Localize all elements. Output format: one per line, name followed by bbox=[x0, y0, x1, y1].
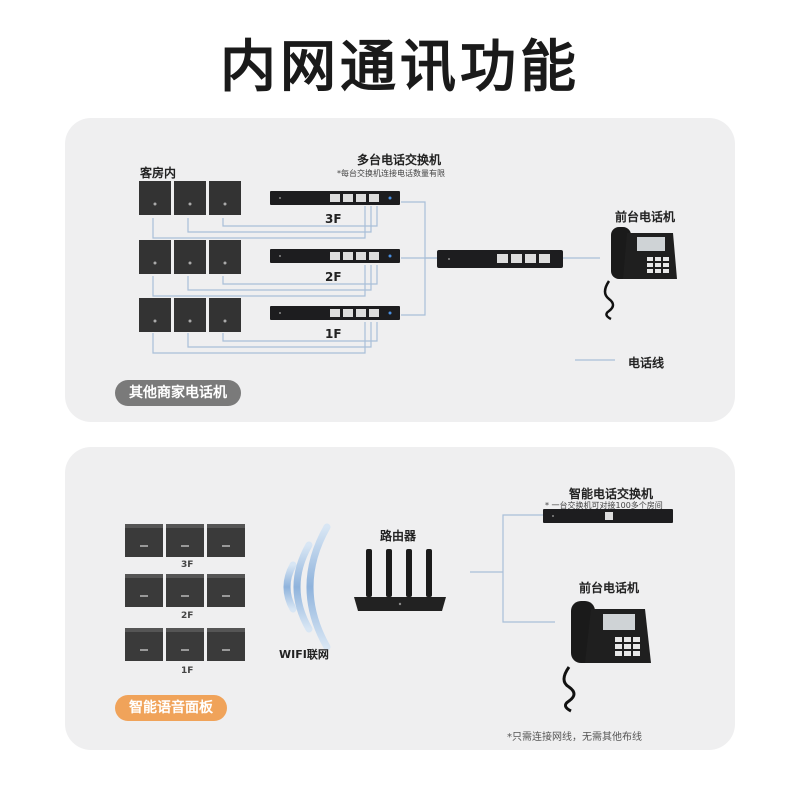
switch-title: 多台电话交换机 bbox=[357, 153, 442, 167]
voice-panel bbox=[166, 574, 204, 611]
router-icon bbox=[352, 547, 448, 617]
phone-line-wiring bbox=[152, 201, 615, 361]
wall-panel bbox=[139, 240, 171, 278]
desk-phone-icon bbox=[597, 221, 677, 325]
wifi-icon bbox=[283, 523, 331, 651]
smart-phone-switch bbox=[543, 508, 673, 528]
section-badge-2: 智能语音面板 bbox=[115, 695, 227, 721]
router-label: 路由器 bbox=[380, 529, 417, 543]
page-title: 内网通讯功能 bbox=[220, 35, 580, 100]
other-vendors-panel: 客房内 多台电话交换机 *每台交换机连接电话数量有限 3F 2F 1F bbox=[65, 118, 735, 422]
wall-panel bbox=[209, 240, 241, 278]
footer-note: *只需连接网线，无需其他布线 bbox=[507, 732, 642, 743]
floor-label-2f: 2F bbox=[325, 270, 342, 284]
guest-room-label: 客房内 bbox=[140, 166, 177, 180]
front-desk-label-2: 前台电话机 bbox=[579, 581, 640, 595]
voice-panel bbox=[166, 628, 204, 665]
voice-panel bbox=[207, 574, 245, 611]
wall-panel bbox=[174, 298, 206, 336]
voice-panel bbox=[207, 628, 245, 665]
wifi-label: WIFI联网 bbox=[279, 648, 329, 661]
voice-floor-label-3f: 3F bbox=[181, 560, 194, 570]
wall-panel bbox=[139, 298, 171, 336]
section-badge: 其他商家电话机 bbox=[115, 380, 241, 406]
legend-label: 电话线 bbox=[628, 356, 665, 370]
wall-panel bbox=[174, 240, 206, 278]
desk-phone-icon bbox=[553, 595, 653, 717]
network-wiring bbox=[283, 514, 555, 651]
floor-label-1f: 1F bbox=[325, 327, 342, 341]
smart-switch-note: * 一台交换机可对接100多个房间 bbox=[545, 501, 663, 510]
smart-switch-title: 智能电话交换机 bbox=[569, 487, 654, 501]
wall-panel bbox=[139, 181, 171, 219]
voice-panel bbox=[207, 524, 245, 561]
voice-panel bbox=[125, 574, 163, 611]
wall-panel bbox=[174, 181, 206, 219]
voice-panel bbox=[166, 524, 204, 561]
phone-switch-3f bbox=[270, 190, 400, 210]
phone-switch-1f bbox=[270, 305, 400, 325]
smart-voice-panel: 3F 2F 1F WIFI联网 路由器 智能电话交换机 * 一台交换机可对接10… bbox=[65, 447, 735, 750]
voice-floor-label-2f: 2F bbox=[181, 611, 194, 621]
phone-switch-2f bbox=[270, 248, 400, 268]
wall-panel bbox=[209, 298, 241, 336]
wall-panel bbox=[209, 181, 241, 219]
voice-panel bbox=[125, 524, 163, 561]
floor-label-3f: 3F bbox=[325, 212, 342, 226]
voice-floor-label-1f: 1F bbox=[181, 666, 194, 676]
front-desk-label: 前台电话机 bbox=[615, 210, 676, 224]
central-phone-switch bbox=[437, 249, 563, 273]
voice-panel bbox=[125, 628, 163, 665]
switch-note: *每台交换机连接电话数量有限 bbox=[337, 169, 445, 178]
